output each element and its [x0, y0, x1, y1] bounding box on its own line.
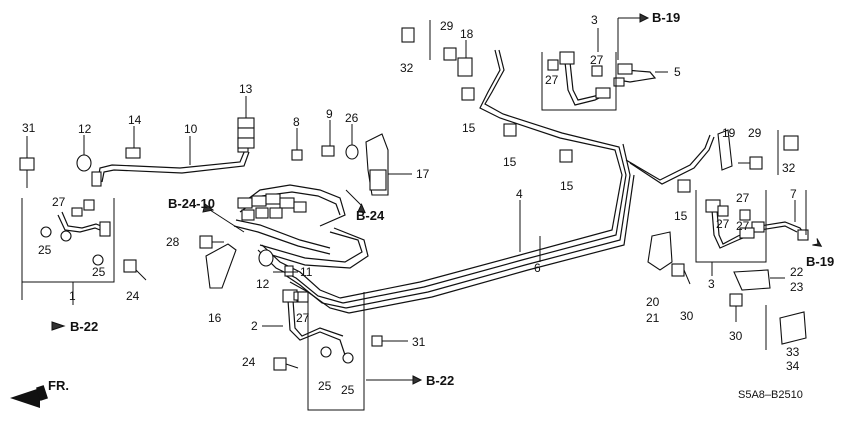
brake-pipe-7 — [751, 221, 809, 241]
callout-25: 25 — [92, 265, 106, 279]
callout-3: 3 — [591, 13, 598, 27]
callout-8: 8 — [293, 115, 300, 129]
callout-29: 29 — [748, 126, 762, 140]
callout-25: 25 — [318, 379, 332, 393]
callout-18: 18 — [460, 27, 474, 41]
callout-21: 21 — [646, 311, 660, 325]
brake-pipe-10 — [91, 137, 250, 187]
brake-pipe-5 — [613, 63, 657, 87]
callout-15: 15 — [560, 179, 574, 193]
callout-14: 14 — [128, 113, 142, 127]
callout-12: 12 — [78, 122, 92, 136]
callout-17: 17 — [416, 167, 430, 181]
leader-lines — [21, 28, 796, 381]
callout-30: 30 — [680, 309, 694, 323]
callout-34: 34 — [786, 359, 800, 373]
callout-20: 20 — [646, 295, 660, 309]
front-hose-2 — [282, 289, 346, 356]
pipe-junction-cluster — [237, 193, 307, 221]
callout-1: 1 — [69, 289, 76, 303]
callout-27: 27 — [296, 311, 310, 325]
callout-32: 32 — [400, 61, 414, 75]
callout-2: 2 — [251, 319, 258, 333]
callout-28: 28 — [166, 235, 180, 249]
ref-b24: B-24 — [356, 208, 385, 223]
callout-25: 25 — [341, 383, 355, 397]
callout-27: 27 — [590, 53, 604, 67]
callout-27: 27 — [545, 73, 559, 87]
callout-16: 16 — [208, 311, 222, 325]
ref-b22-left: B-22 — [70, 319, 98, 334]
front-hose-1 — [57, 207, 111, 242]
reference-arrows — [10, 13, 823, 408]
callout-9: 9 — [326, 107, 333, 121]
callout-30: 30 — [729, 329, 743, 343]
callout-27: 27 — [736, 191, 750, 205]
ref-b19-right: B-19 — [806, 254, 834, 269]
callout-23: 23 — [790, 280, 804, 294]
front-label: FR. — [48, 378, 69, 393]
callout-15: 15 — [462, 121, 476, 135]
small-parts — [19, 27, 807, 371]
diagram-code: S5A8–B2510 — [738, 389, 803, 401]
callout-32: 32 — [782, 161, 796, 175]
callout-11: 11 — [300, 265, 313, 279]
callout-27: 27 — [736, 219, 750, 233]
callout-24: 24 — [242, 355, 256, 369]
callout-3: 3 — [708, 277, 715, 291]
grouping-boxes — [21, 17, 807, 411]
callout-15: 15 — [674, 209, 688, 223]
callout-27: 27 — [716, 217, 730, 231]
front-direction-arrow — [10, 385, 48, 408]
rear-hose-3-top — [559, 51, 611, 106]
callout-6: 6 — [534, 261, 541, 275]
callout-22: 22 — [790, 265, 804, 279]
callout-7: 7 — [790, 187, 797, 201]
callout-10: 10 — [184, 122, 198, 136]
callout-31: 31 — [412, 335, 426, 349]
callout-19: 19 — [722, 126, 736, 140]
ref-b22-bottom: B-22 — [426, 373, 454, 388]
callout-25: 25 — [38, 243, 52, 257]
callout-12: 12 — [256, 277, 270, 291]
callout-26: 26 — [345, 111, 359, 125]
callout-24: 24 — [126, 289, 140, 303]
callout-4: 4 — [516, 187, 523, 201]
callout-27: 27 — [52, 195, 66, 209]
callout-33: 33 — [786, 345, 800, 359]
callout-5: 5 — [674, 65, 681, 79]
callout-15: 15 — [503, 155, 517, 169]
main-brake-pipes — [233, 49, 715, 314]
ref-b24-10: B-24-10 — [168, 196, 215, 211]
callout-labels: 31 12 14 10 13 8 9 26 17 29 18 32 15 15 … — [22, 10, 834, 401]
callout-31: 31 — [22, 121, 36, 135]
callout-13: 13 — [239, 82, 253, 96]
callout-29: 29 — [440, 19, 454, 33]
ref-b19-top: B-19 — [652, 10, 680, 25]
